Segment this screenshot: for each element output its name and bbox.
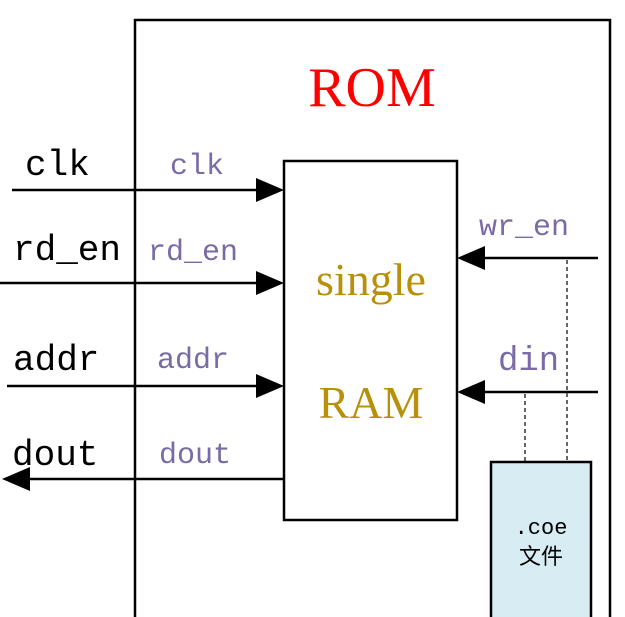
coe-file-box bbox=[489, 460, 593, 617]
dout-arrowhead bbox=[2, 467, 30, 491]
clk-external-label: clk bbox=[25, 145, 90, 186]
wr-en-internal-label: wr_en bbox=[479, 211, 569, 245]
ram-block bbox=[282, 159, 459, 522]
addr-internal-label: addr bbox=[157, 344, 229, 378]
rom-title: ROM bbox=[308, 57, 436, 119]
ram-label-line2: RAM bbox=[319, 377, 424, 428]
din-arrowhead bbox=[457, 380, 485, 404]
rd-en-arrowhead bbox=[256, 271, 284, 295]
clk-arrowhead bbox=[256, 178, 284, 202]
coe-file-extension: .coe bbox=[515, 516, 568, 541]
dout-external-label: dout bbox=[12, 435, 98, 476]
wr-en-arrowhead bbox=[457, 246, 485, 270]
dout-internal-label: dout bbox=[159, 439, 231, 473]
addr-arrowhead bbox=[256, 374, 284, 398]
coe-file-label: 文件 bbox=[519, 545, 563, 570]
din-internal-label: din bbox=[498, 343, 559, 381]
rd-en-internal-label: rd_en bbox=[148, 236, 238, 270]
addr-external-label: addr bbox=[13, 340, 99, 381]
ram-label-line1: single bbox=[316, 254, 426, 305]
clk-internal-label: clk bbox=[170, 150, 224, 184]
rd-en-external-label: rd_en bbox=[13, 230, 121, 271]
rom-container bbox=[133, 18, 612, 617]
